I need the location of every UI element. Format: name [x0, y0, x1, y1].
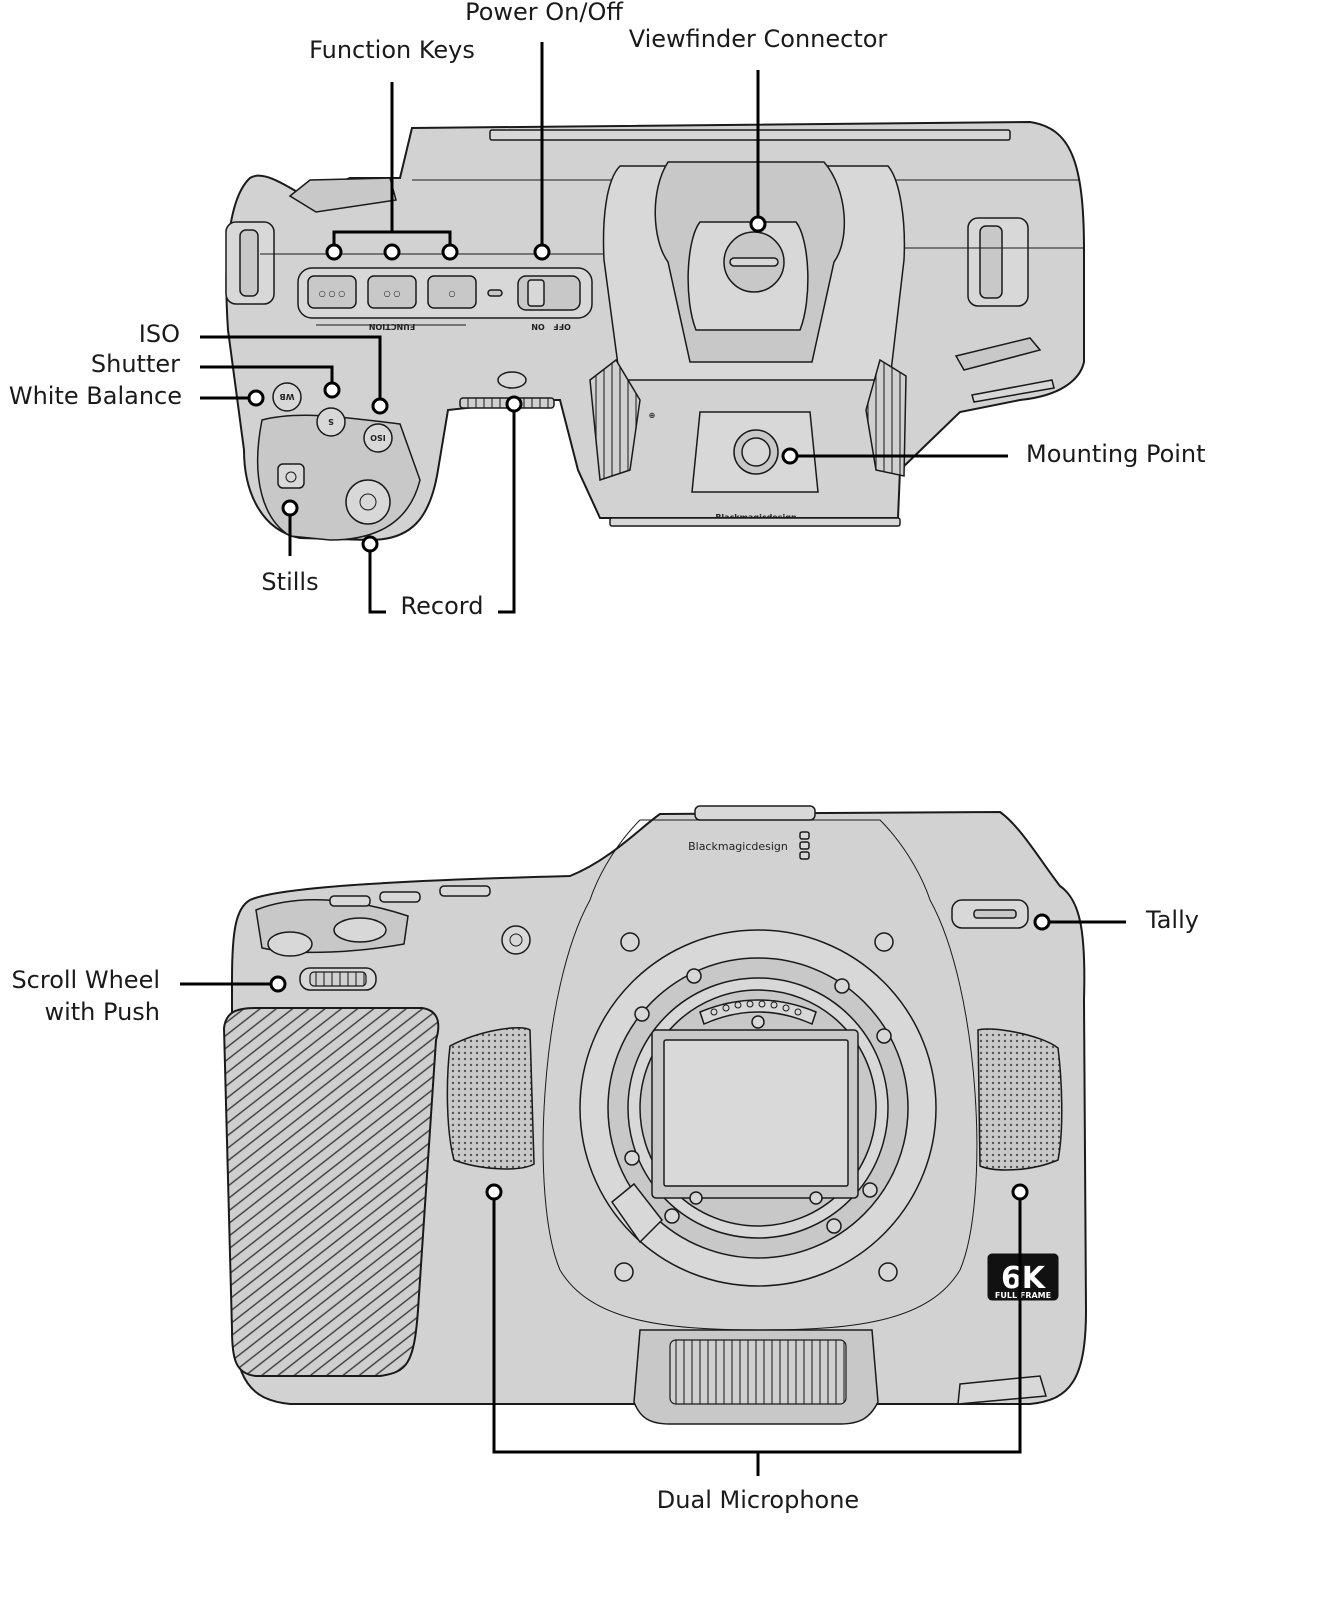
dot-tally — [1033, 913, 1051, 931]
label-tally: Tally — [1145, 906, 1199, 934]
badge-sub-text: FULL FRAME — [995, 1291, 1051, 1300]
brand-logo — [799, 831, 810, 860]
label-record: Record — [401, 592, 484, 620]
svg-text:⊕: ⊕ — [649, 411, 656, 420]
dot-power — [533, 243, 551, 261]
label-scroll-wheel-2: with Push — [44, 998, 160, 1026]
svg-text:○: ○ — [449, 289, 456, 298]
dot-viewfinder — [749, 215, 767, 233]
badge-main-text: 6K — [1001, 1261, 1047, 1296]
label-white-balance: White Balance — [9, 382, 182, 410]
function-marking: FUNCTION — [369, 322, 415, 331]
label-viewfinder: Viewfinder Connector — [629, 25, 888, 53]
svg-text:○ ○ ○: ○ ○ ○ — [319, 289, 346, 298]
mount-contacts — [710, 1000, 802, 1016]
off-marking: OFF — [553, 322, 571, 331]
dot-stills — [281, 499, 299, 517]
dot-record — [361, 535, 379, 553]
dot-function-key-3 — [441, 243, 459, 261]
dot-function-key-2 — [383, 243, 401, 261]
callout-labels: Power On/Off Function Keys Viewfinder Co… — [9, 0, 1206, 1514]
s-marking: S — [328, 417, 334, 426]
6k-badge: 6K FULL FRAME — [987, 1253, 1059, 1301]
label-iso: ISO — [139, 320, 180, 348]
callout-dots — [247, 215, 1051, 1201]
camera-top-view: ○ ○ ○ ○ ○ ○ FUNCTION OFF ON ⊕ Blackmagic… — [225, 120, 1085, 542]
label-power: Power On/Off — [465, 0, 623, 26]
dot-record-wheel — [505, 395, 523, 413]
brand-marking-front: Blackmagicdesign — [688, 840, 788, 853]
dot-shutter — [323, 381, 341, 399]
iso-marking: ISO — [370, 433, 386, 442]
dot-mic-left — [485, 1183, 503, 1201]
label-dual-microphone: Dual Microphone — [657, 1486, 859, 1514]
mount-screws — [614, 932, 898, 1282]
on-marking: ON — [531, 322, 545, 331]
label-function-keys: Function Keys — [309, 36, 475, 64]
dot-iso — [371, 397, 389, 415]
label-stills: Stills — [261, 568, 318, 596]
svg-text:○ ○: ○ ○ — [384, 289, 401, 298]
leader-lines — [180, 42, 1126, 1476]
label-shutter: Shutter — [91, 350, 180, 378]
label-scroll-wheel-1: Scroll Wheel — [11, 966, 160, 994]
camera-front-view: Blackmagicdesign — [222, 805, 1088, 1425]
dot-mic-right — [1011, 1183, 1029, 1201]
dot-white-balance — [247, 389, 265, 407]
wb-marking: WB — [280, 392, 295, 401]
dot-function-key-1 — [325, 243, 343, 261]
label-mounting-point: Mounting Point — [1026, 440, 1206, 468]
dot-mounting-point — [781, 447, 799, 465]
dot-scroll-wheel — [269, 975, 287, 993]
